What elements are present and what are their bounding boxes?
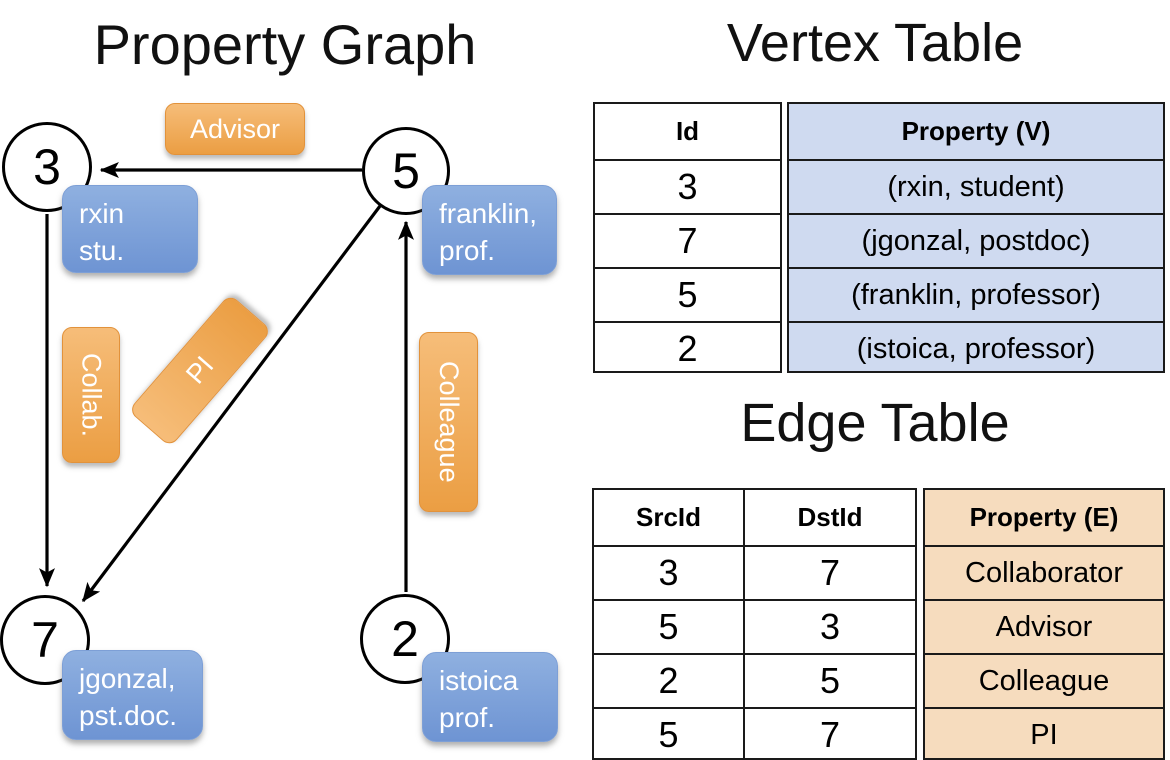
edge-table-dst-column: DstId 7 3 5 7 bbox=[743, 490, 915, 758]
edge-table-dst-header: DstId bbox=[797, 502, 863, 532]
vertex-table-id-cell: 2 bbox=[595, 321, 780, 375]
edge-label-colleague: Colleague bbox=[419, 332, 478, 512]
graph-edges-layer bbox=[39, 162, 414, 603]
vertex-table-id-cell: 3 bbox=[595, 159, 780, 213]
edge-table-property-cell: Collaborator bbox=[925, 545, 1163, 599]
vertex-label-line1: jgonzal, bbox=[79, 663, 176, 694]
edge-table-property-cell: Advisor bbox=[925, 599, 1163, 653]
edge-table-src-cell: 2 bbox=[594, 653, 743, 707]
vertex-table-property-cell: (rxin, student) bbox=[789, 159, 1163, 213]
vertex-label-line1: franklin, bbox=[439, 198, 538, 229]
edge-table-dst-cell: 7 bbox=[745, 545, 915, 599]
edge-table-property-column: Property (E) Collaborator Advisor Collea… bbox=[923, 488, 1165, 760]
edge-label-collab: Collab. bbox=[62, 327, 120, 463]
node-id: 7 bbox=[31, 612, 59, 668]
edge-table-dst-cell: 3 bbox=[745, 599, 915, 653]
vertex-table-id-header: Id bbox=[675, 116, 700, 146]
vertex-label-line1: istoica bbox=[439, 665, 519, 696]
edge-label-advisor: Advisor bbox=[165, 103, 305, 155]
property-graph-title: Property Graph bbox=[93, 13, 477, 76]
vertex-label-franklin: franklin, prof. bbox=[422, 185, 557, 275]
edge-table-src-header: SrcId bbox=[635, 502, 702, 532]
vertex-table-property-header: Property (V) bbox=[901, 116, 1051, 146]
graph-node-2: 2 bbox=[360, 594, 450, 684]
vertex-table-id-column: Id 3 7 5 2 bbox=[593, 102, 782, 373]
edge-table-src-cell: 5 bbox=[594, 707, 743, 760]
vertex-table-id-cell: 5 bbox=[595, 267, 780, 321]
edge-table-dst-cell: 5 bbox=[745, 653, 915, 707]
edge-table-src-cell: 3 bbox=[594, 545, 743, 599]
vertex-label-line2: pst.doc. bbox=[79, 700, 178, 731]
edge-table-property-header: Property (E) bbox=[969, 502, 1119, 532]
vertex-table-title: Vertex Table bbox=[726, 13, 1024, 73]
vertex-label-rxin: rxin stu. bbox=[62, 185, 198, 273]
vertex-table-property-cell: (jgonzal, postdoc) bbox=[789, 213, 1163, 267]
vertex-table-property-cell: (franklin, professor) bbox=[789, 267, 1163, 321]
edge-table-dst-cell: 7 bbox=[745, 707, 915, 760]
edge-table-title: Edge Table bbox=[740, 393, 1010, 453]
vertex-label-jgonzal: jgonzal, pst.doc. bbox=[62, 650, 203, 740]
edge-label-text: PI bbox=[179, 350, 220, 390]
edge-table-property-cell: PI bbox=[925, 707, 1163, 760]
node-id: 2 bbox=[391, 611, 419, 667]
vertex-label-line2: prof. bbox=[439, 702, 496, 733]
edge-label-text: Advisor bbox=[189, 113, 281, 144]
edge-5-to-7 bbox=[81, 205, 382, 603]
edge-table-src-cell: 5 bbox=[594, 599, 743, 653]
node-id: 3 bbox=[33, 139, 61, 195]
vertex-label-istoica: istoica prof. bbox=[422, 652, 558, 742]
edge-label-text: Colleague bbox=[434, 361, 464, 483]
edge-label-text: Collab. bbox=[76, 352, 107, 438]
vertex-table-property-cell: (istoica, professor) bbox=[789, 321, 1163, 375]
vertex-label-line1: rxin bbox=[79, 198, 125, 229]
vertex-table-property-column: Property (V) (rxin, student) (jgonzal, p… bbox=[787, 102, 1165, 373]
edge-table-property-cell: Colleague bbox=[925, 653, 1163, 707]
vertex-table-id-cell: 7 bbox=[595, 213, 780, 267]
edge-table-src-column: SrcId 3 5 2 5 bbox=[594, 490, 743, 758]
edge-table-id-columns: SrcId 3 5 2 5 DstId 7 3 5 7 bbox=[592, 488, 917, 760]
vertex-label-line2: prof. bbox=[439, 235, 496, 266]
graph-node-5: 5 bbox=[362, 127, 450, 215]
node-id: 5 bbox=[392, 143, 420, 199]
vertex-label-line2: stu. bbox=[79, 235, 125, 266]
